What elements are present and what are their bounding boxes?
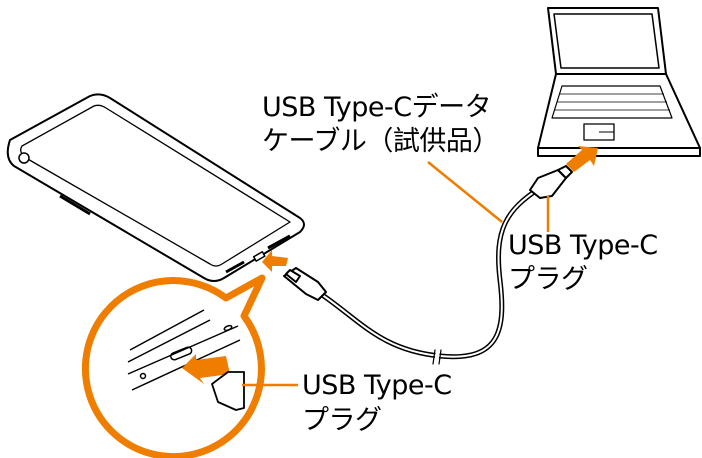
usb-c-plug-magnified [211, 371, 245, 411]
usb-cable-illustration [315, 185, 543, 366]
insert-arrow-icon [182, 354, 230, 384]
cable-leader-line [427, 161, 503, 223]
usb-c-plug-pc-side [529, 165, 573, 199]
phone-plug-label-line1: USB Type-C [302, 370, 452, 401]
cable-label-line1: USB Type-Cデータ [262, 92, 492, 123]
pc-plug-label-line1: USB Type-C [508, 230, 658, 261]
phone-plug-label-line2: プラグ [302, 405, 382, 436]
arrow-to-pc-icon [566, 146, 598, 172]
usb-c-plug-phone-side [283, 267, 327, 301]
magnified-port-callout [81, 274, 298, 458]
cable-label-line2: ケーブル（試供品） [262, 126, 499, 157]
arrow-to-phone-icon [262, 250, 288, 272]
pc-plug-label-line2: プラグ [508, 264, 588, 295]
laptop-illustration [537, 7, 701, 157]
smartphone-illustration [6, 93, 305, 282]
